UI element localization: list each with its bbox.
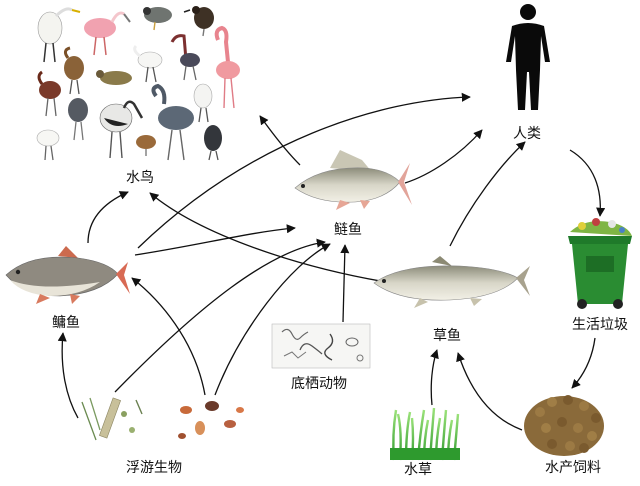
arrow-plankton-to-bighead — [57, 332, 79, 419]
label-aquatic-feed: 水产饲料 — [545, 460, 601, 476]
zooplankton-illustration — [178, 401, 244, 439]
arrow-plants-to-grass — [430, 349, 439, 406]
label-bighead-carp: 鳙鱼 — [52, 314, 80, 331]
benthos-illustration — [271, 323, 371, 369]
water-birds-illustration — [36, 6, 240, 161]
bird-white-heron-right — [193, 83, 213, 123]
arrow-silver-to-humans — [404, 129, 483, 184]
arrow-bighead-to-birds — [87, 191, 129, 244]
label-silver-carp: 鲢鱼 — [334, 221, 362, 238]
arrow-grass-to-humans — [449, 141, 526, 247]
bird-dark-stork — [204, 125, 222, 161]
human-silhouette — [506, 4, 550, 110]
node-labels: 水鸟 人类 鲢鱼 鳙鱼 草鱼 生活垃圾 底栖动物 浮游生物 水草 水产饲料 — [52, 126, 628, 478]
label-water-birds: 水鸟 — [126, 170, 154, 186]
grass-carp-illustration — [373, 256, 530, 308]
bird-stork — [99, 100, 144, 159]
label-aquatic-plants: 水草 — [404, 462, 432, 478]
bird-bittern — [63, 46, 84, 95]
bird-spoonbill — [84, 11, 131, 56]
bird-flamingo — [214, 25, 240, 109]
bird-grey-heron-mid — [68, 98, 88, 141]
bird-crouching-heron — [96, 70, 132, 85]
bird-egret — [37, 7, 81, 63]
plankton-illustration — [81, 397, 244, 441]
arrow-waste-to-feed — [571, 337, 596, 389]
bird-purple-heron — [170, 34, 200, 81]
aquatic-feed-illustration — [524, 395, 604, 456]
aquatic-plants-illustration — [390, 407, 460, 461]
label-plankton: 浮游生物 — [126, 460, 182, 476]
arrow-grass-to-birds — [149, 192, 393, 284]
arrow-bighead-to-silver — [134, 224, 296, 256]
arrow-plankton-to-silver — [114, 238, 326, 393]
bird-cattle-egret — [36, 129, 60, 161]
arrow-silver-to-birds — [259, 115, 301, 166]
arrow-humans-to-waste — [569, 149, 606, 217]
label-household-waste: 生活垃圾 — [572, 317, 628, 333]
label-humans: 人类 — [513, 126, 541, 142]
food-web-arrows — [57, 92, 606, 431]
arrow-benthos-to-silver — [340, 244, 350, 323]
arrow-bighead-to-humans — [137, 92, 471, 249]
bighead-carp-illustration — [5, 246, 130, 304]
garbage-bin-illustration — [568, 218, 632, 309]
bird-small-egret — [133, 44, 163, 83]
arrow-zooplankton-to-bighead — [131, 277, 206, 396]
bird-night-heron-top — [143, 7, 172, 31]
bird-red-heron-left — [37, 70, 61, 117]
bird-small-brown — [136, 135, 156, 156]
label-benthos: 底栖动物 — [291, 376, 347, 392]
bird-great-blue-heron — [151, 83, 194, 161]
silver-carp-illustration — [294, 150, 412, 210]
arrow-feed-to-grass — [456, 352, 523, 431]
arrow-zooplankton-to-silver — [214, 243, 331, 396]
bird-dark-heron-top — [183, 6, 214, 37]
label-grass-carp: 草鱼 — [433, 327, 461, 344]
